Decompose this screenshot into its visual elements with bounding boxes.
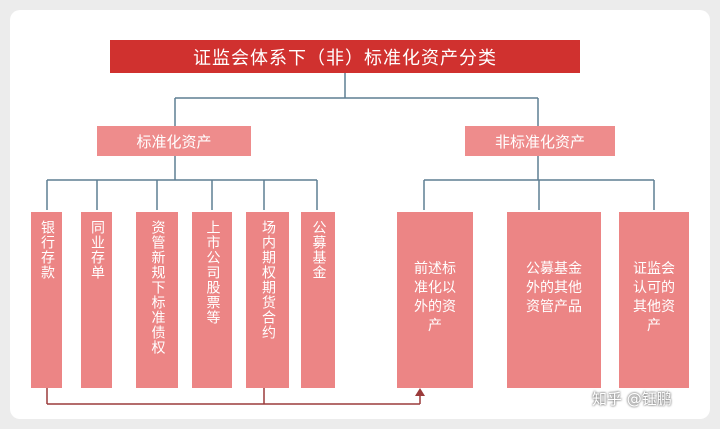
leaf-standard: 场内期权期货合约 bbox=[246, 212, 289, 388]
diagram-title: 证监会体系下（非）标准化资产分类 bbox=[110, 40, 580, 73]
leaf-nonstandard: 公募基金 外的其他 资管产品 bbox=[507, 212, 601, 388]
category-standard: 标准化资产 bbox=[97, 126, 251, 156]
leaf-standard: 公募基金 bbox=[301, 212, 335, 388]
leaf-label: 上市公司股票等 bbox=[204, 220, 221, 325]
leaf-standard: 资管新规下标准债权 bbox=[136, 212, 178, 388]
arrow-head-icon bbox=[415, 388, 425, 396]
leaf-label: 前述标 准化以 外的资 产 bbox=[414, 261, 456, 334]
leaf-label: 证监会 认可的 其他资 产 bbox=[633, 261, 675, 334]
leaf-label: 公募基金 bbox=[310, 220, 327, 280]
leaf-label: 公募基金 外的其他 资管产品 bbox=[526, 261, 582, 315]
leaf-nonstandard: 前述标 准化以 外的资 产 bbox=[397, 212, 473, 388]
leaf-nonstandard: 证监会 认可的 其他资 产 bbox=[619, 212, 689, 388]
leaf-label: 同业存单 bbox=[89, 220, 105, 280]
leaf-label: 场内期权期货合约 bbox=[260, 220, 276, 340]
leaf-standard: 上市公司股票等 bbox=[192, 212, 232, 388]
leaf-label: 银行存款 bbox=[39, 220, 55, 280]
watermark: 知乎 @钰鹏 bbox=[592, 390, 672, 408]
leaf-label: 资管新规下标准债权 bbox=[149, 220, 166, 355]
category-nonstandard: 非标准化资产 bbox=[465, 126, 615, 156]
leaf-standard: 银行存款 bbox=[31, 212, 62, 388]
leaf-standard: 同业存单 bbox=[81, 212, 112, 388]
